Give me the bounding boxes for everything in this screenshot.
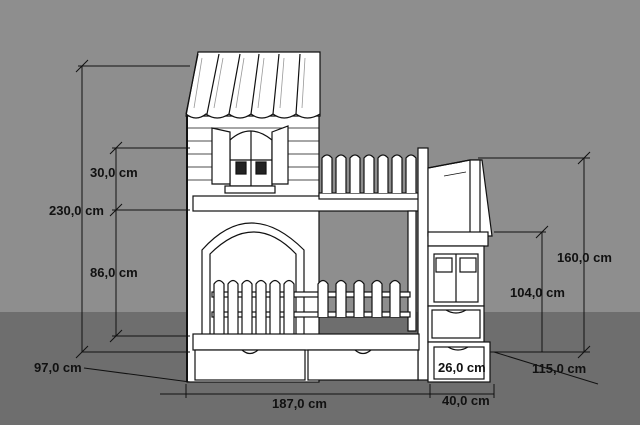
right-shutter	[271, 125, 289, 185]
lower-bunk-base	[192, 333, 420, 351]
inner-post	[407, 210, 417, 332]
label-lower-height: 86,0 cm	[90, 265, 138, 280]
staircase	[427, 159, 493, 383]
window-sill	[224, 185, 276, 194]
upper-window	[211, 125, 289, 194]
label-stairs-mid: 104,0 cm	[510, 285, 565, 300]
label-depth: 97,0 cm	[34, 360, 82, 375]
dimension-lines	[75, 59, 599, 398]
upper-rail	[318, 154, 420, 200]
label-width: 187,0 cm	[272, 396, 327, 411]
roof	[185, 51, 321, 119]
left-shutter	[211, 127, 231, 185]
lower-rail	[211, 279, 411, 336]
drawers	[194, 349, 419, 381]
label-stairs-width: 40,0 cm	[442, 393, 490, 408]
label-stairs-height: 160,0 cm	[557, 250, 612, 265]
label-total-height: 230,0 cm	[49, 203, 104, 218]
label-stairs-length: 115,0 cm	[532, 361, 586, 376]
bunk-bed	[185, 51, 493, 383]
dimension-labels: 230,0 cm 30,0 cm 86,0 cm 97,0 cm 187,0 c…	[34, 165, 612, 411]
label-step-height: 26,0 cm	[438, 360, 486, 375]
label-roof-height: 30,0 cm	[90, 165, 138, 180]
